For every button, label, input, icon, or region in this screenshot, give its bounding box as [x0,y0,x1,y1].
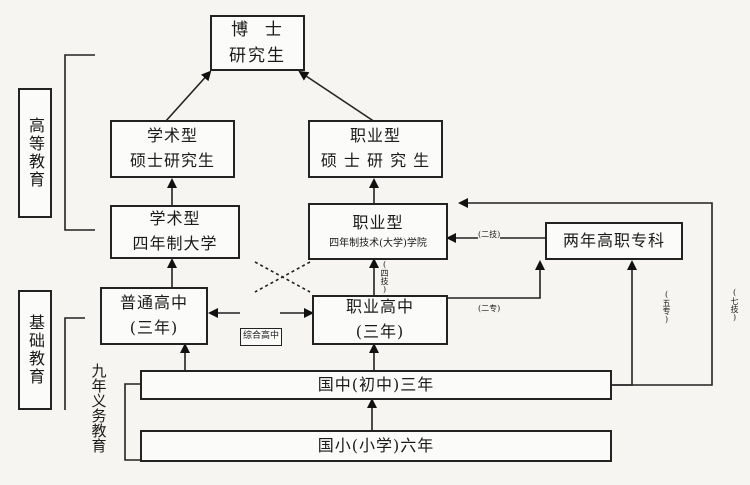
comprehensive-high-school-node: 综合高中 [240,328,282,346]
academic-university-node: 学术型 四年制大学 [110,205,240,259]
doctoral-line-2: 研究生 [229,46,286,66]
vocational-university-line-2: 四年制技术(大学)学院 [329,238,427,250]
academic-master-node: 学术型 硕士研究生 [110,120,235,178]
professional-master-node: 职业型 硕 士 研 究 生 [308,120,443,178]
compulsory-education-label: 九年义务教育 [89,363,108,453]
academic-master-line-2: 硕士研究生 [129,151,215,170]
dashed-cross-2 [254,261,311,293]
doctoral-line-1: 博 士 [231,19,284,40]
academic-university-line-1: 学术型 [149,209,201,229]
junior-middle-school-node: 国中(初中)三年 [140,370,612,400]
general-high-school-line-1: 普通高中 [119,293,188,313]
two-year-college-node: 两年高职专科 [545,222,683,260]
higher-education-bracket [64,54,95,231]
vocational-university-node: 职业型 四年制技术(大学)学院 [308,203,448,260]
edge-label-seven-year: (七技) [730,288,739,322]
arrow-vocational-hs-to-college [448,260,545,299]
doctoral-node: 博 士 研究生 [210,15,305,71]
higher-education-label: 高等教育 [18,88,52,218]
vocational-university-line-1: 职业型 [352,213,404,233]
professional-master-line-1: 职业型 [349,126,401,146]
vocational-high-school-line-1: 职业高中 [345,297,414,317]
professional-master-line-2: 硕 士 研 究 生 [320,151,431,170]
academic-university-line-2: 四年制大学 [132,234,218,253]
arrow-professional-master-to-doctoral [298,70,376,123]
arrow-junior-to-college-five [612,260,637,386]
edge-label-five-year: (五专) [662,290,671,324]
basic-education-label: 基础教育 [18,290,52,410]
edge-label-two-year-a: (二技) [478,230,501,239]
primary-school-node: 国小(小学)六年 [140,430,612,462]
academic-master-line-1: 学术型 [146,126,198,146]
general-high-school-node: 普通高中 (三年) [100,287,208,345]
edge-label-two-year-b: (二专) [478,304,501,313]
edge-label-four-year: (四技) [380,260,389,294]
arrow-junior-to-vocational-univ-seven [458,198,713,386]
basic-education-bracket [64,317,85,410]
vocational-high-school-line-2: (三年) [355,322,405,341]
compulsory-bracket [124,383,140,461]
general-high-school-line-2: (三年) [129,318,179,337]
arrow-academic-master-to-doctoral [164,70,212,123]
vocational-high-school-node: 职业高中 (三年) [312,295,448,345]
